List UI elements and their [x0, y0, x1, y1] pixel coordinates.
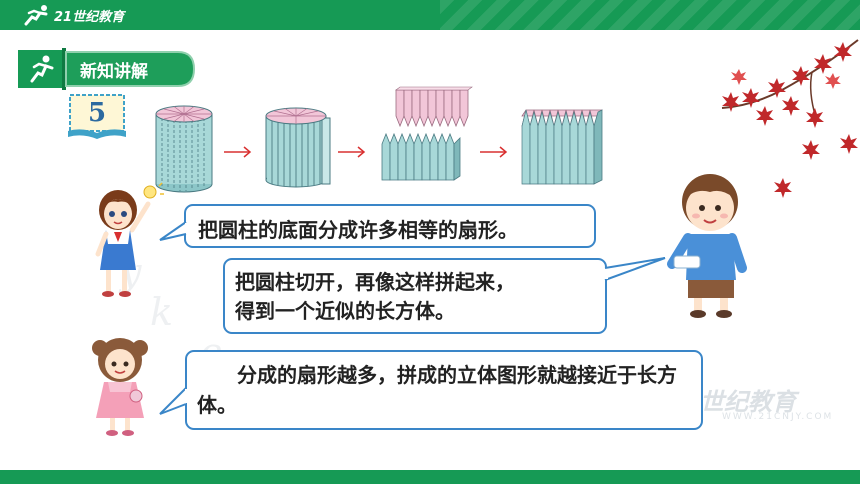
lightbulb-icon [143, 182, 164, 199]
top-bar-stripes [440, 0, 860, 30]
watermark: 世纪教育 [700, 388, 796, 416]
problem-number: 5 [87, 98, 107, 128]
speech-bubble-girl-1: 把圆柱的底面分成许多相等的扇形。 [184, 204, 596, 248]
approximate-cuboid [521, 109, 603, 185]
bubble-text: 分成的扇形越多，拼成的立体图形就越接近于长方体。 [197, 363, 677, 417]
speech-bubble-girl-2: 分成的扇形越多，拼成的立体图形就越接近于长方体。 [185, 350, 703, 430]
cylinder-cut [265, 107, 331, 188]
brand-logo[interactable]: 21世纪教育 [22, 4, 124, 26]
logo-text: 21世纪教育 [54, 9, 125, 25]
top-bar: 21世纪教育 [0, 0, 860, 30]
bubble-tail [159, 221, 188, 241]
girl-character-2 [92, 338, 148, 436]
girl-character-1 [95, 182, 164, 297]
runner-logo-icon [24, 5, 48, 26]
boy-character [667, 174, 747, 318]
cylinder-whole [155, 105, 213, 193]
maple-branch-decoration [721, 39, 859, 198]
section-tab [18, 48, 196, 90]
runner-icon [30, 55, 54, 83]
bubble-line: 把圆柱切开，再像这样拼起来， [235, 270, 515, 294]
watermark-url: WWW.21CNJY.COM [722, 412, 834, 422]
arrow-right-icon [224, 146, 252, 158]
split-pieces [381, 86, 473, 181]
bubble-tail [159, 387, 188, 415]
arrow-right-icon [338, 146, 366, 158]
bubble-tail [603, 257, 666, 281]
cylinder-to-cuboid-diagram [155, 86, 603, 193]
arrow-right-icon [480, 146, 508, 158]
bubble-text: 把圆柱切开，再像这样拼起来， 得到一个近似的长方体。 [235, 268, 515, 326]
background-letter: k [150, 290, 174, 334]
maple-leaf-icon [722, 42, 858, 198]
bubble-text: 把圆柱的底面分成许多相等的扇形。 [198, 218, 518, 242]
problem-number-badge [68, 94, 126, 139]
bottom-bar [0, 470, 860, 484]
bubble-line: 得到一个近似的长方体。 [235, 299, 455, 323]
speech-bubble-boy: 把圆柱切开，再像这样拼起来， 得到一个近似的长方体。 [223, 258, 607, 334]
section-title: 新知讲解 [80, 62, 148, 82]
